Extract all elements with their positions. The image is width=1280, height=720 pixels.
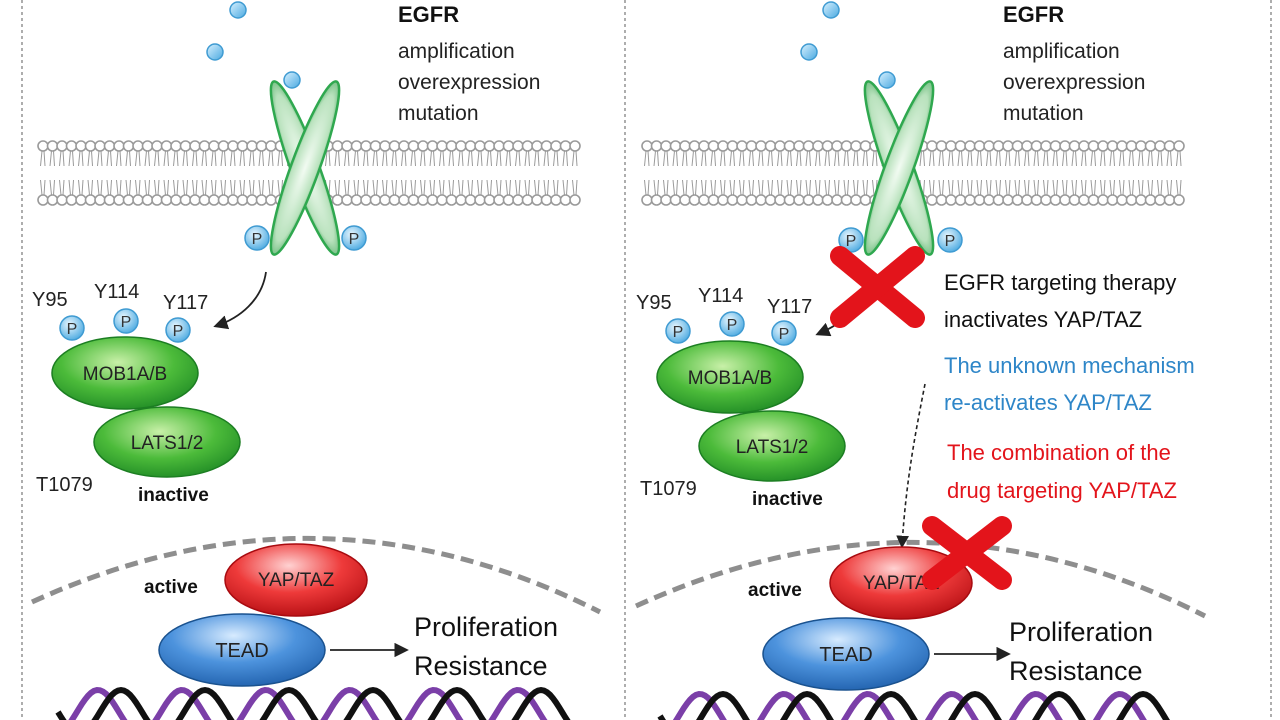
panel-left: EGFR amplification overexpression mutati… — [30, 1, 602, 720]
egfr-note: mutation — [1003, 102, 1084, 125]
ligand-dot — [229, 1, 247, 19]
yap-taz-protein — [224, 543, 368, 617]
dna-helix — [657, 690, 1170, 720]
phospho-site: P — [113, 308, 139, 334]
panel-right: EGFR amplification overexpression mutati… — [634, 1, 1207, 720]
yap-state-label: active — [144, 577, 198, 598]
site-label: Y114 — [698, 285, 743, 307]
unknown-mechanism-text: The unknown mechanism — [944, 353, 1195, 378]
egfr-note: mutation — [398, 102, 479, 125]
phospho-site: P — [838, 227, 864, 253]
tead-protein — [158, 613, 326, 687]
lats-protein — [698, 410, 846, 482]
ligand-dot — [206, 43, 224, 61]
therapy-text: EGFR targeting therapy — [944, 270, 1176, 295]
mob1-label: MOB1A/B — [688, 368, 772, 389]
reactivation-arrow — [896, 383, 926, 549]
phospho-site: P — [719, 311, 745, 337]
activation-arrow — [213, 271, 267, 330]
svg-text:P: P — [67, 321, 78, 338]
phospho-site: P — [244, 225, 270, 251]
svg-text:P: P — [727, 317, 738, 334]
ligand-dot — [283, 71, 301, 89]
ligand-dot — [800, 43, 818, 61]
egfr-note: overexpression — [1003, 71, 1145, 94]
yap-taz-label: YAP/TAZ — [258, 570, 335, 591]
egfr-note: overexpression — [398, 71, 540, 94]
mob1-label: MOB1A/B — [83, 364, 167, 385]
egfr-note: amplification — [398, 40, 515, 63]
inhibition-x-icon — [830, 246, 925, 328]
phospho-site: P — [665, 318, 691, 344]
egfr-note: amplification — [1003, 40, 1120, 63]
mob1-protein — [51, 336, 199, 410]
svg-text:P: P — [121, 314, 132, 331]
yap-taz-label: YAP/TAZ — [863, 573, 940, 594]
egfr-receptor — [269, 80, 341, 256]
outcome-label: Proliferation — [414, 612, 558, 642]
ligand-dot — [878, 71, 896, 89]
mob1-protein — [656, 340, 804, 414]
phospho-site: P — [937, 227, 963, 253]
site-label: Y95 — [636, 292, 672, 314]
site-label: Y117 — [163, 292, 208, 314]
svg-text:P: P — [349, 231, 360, 248]
lats-site-label: T1079 — [36, 474, 93, 496]
nuclear-envelope — [634, 539, 1207, 619]
phospho-site: P — [165, 317, 191, 343]
site-label: Y117 — [767, 296, 812, 318]
phospho-site: P — [341, 225, 367, 251]
lats-site-label: T1079 — [640, 478, 697, 500]
combination-text: drug targeting YAP/TAZ — [947, 478, 1177, 503]
egfr-receptor — [863, 80, 935, 256]
tead-protein — [762, 617, 930, 691]
svg-text:P: P — [252, 231, 263, 248]
phospho-site: P — [771, 320, 797, 346]
yap-state-label: active — [748, 580, 802, 601]
tead-label: TEAD — [215, 640, 268, 662]
svg-text:P: P — [846, 233, 857, 250]
svg-text:P: P — [673, 324, 684, 341]
outcome-label: Resistance — [1009, 656, 1143, 686]
lats-label: LATS1/2 — [131, 433, 204, 454]
tead-label: TEAD — [819, 644, 872, 666]
cell-membrane — [641, 140, 1185, 206]
svg-text:P: P — [173, 323, 184, 340]
site-label: Y95 — [32, 289, 68, 311]
ligand-dot — [822, 1, 840, 19]
therapy-text: inactivates YAP/TAZ — [944, 307, 1142, 332]
svg-text:P: P — [779, 326, 790, 343]
lats-label: LATS1/2 — [736, 437, 809, 458]
svg-text:P: P — [945, 233, 956, 250]
unknown-mechanism-text: re-activates YAP/TAZ — [944, 390, 1152, 415]
combination-text: The combination of the — [947, 440, 1171, 465]
lats-state-label: inactive — [138, 485, 209, 506]
nuclear-envelope — [30, 535, 602, 615]
outcome-label: Proliferation — [1009, 617, 1153, 647]
lats-protein — [93, 406, 241, 478]
inhibition-x-icon — [922, 516, 1012, 590]
egfr-title: EGFR — [1003, 2, 1064, 27]
lats-state-label: inactive — [752, 489, 823, 510]
site-label: Y114 — [94, 281, 139, 303]
phospho-site: P — [59, 315, 85, 341]
egfr-title: EGFR — [398, 2, 459, 27]
dna-helix — [55, 686, 571, 720]
outcome-label: Resistance — [414, 651, 548, 681]
